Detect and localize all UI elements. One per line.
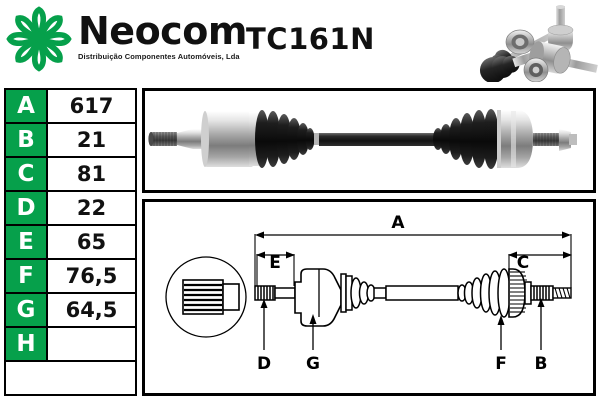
brand-name: Neocom [78,9,247,53]
green-flower-logo-icon [4,4,74,74]
svg-text:F: F [495,354,507,374]
spec-value: 21 [76,128,107,152]
brand-block: Neocom Distribuição Componentes Automóve… [78,12,247,61]
spec-key: G [6,294,48,326]
spec-key [6,362,48,394]
spec-value: 617 [69,94,114,118]
spec-key: B [6,124,48,156]
spec-key: E [6,226,48,258]
table-row: C 81 [6,158,135,192]
table-row: G 64,5 [6,294,135,328]
spec-key: D [6,192,48,224]
page-header: Neocom Distribuição Componentes Automóve… [0,0,600,86]
spec-value: 22 [76,196,107,220]
svg-text:B: B [535,354,548,374]
table-row: F 76,5 [6,260,135,294]
spec-value [48,328,135,360]
spec-value: 76,5 [65,264,118,288]
spec-key: A [6,90,48,122]
svg-text:E: E [269,253,281,273]
brand-tagline: Distribuição Componentes Automóveis, Lda [78,52,240,61]
table-row: A 617 [6,90,135,124]
svg-text:A: A [391,213,405,233]
spec-value: 65 [76,230,107,254]
cv-joint-parts-collage-photo [462,2,598,82]
svg-text:C: C [517,253,529,273]
spec-key: H [6,328,48,360]
svg-text:G: G [306,354,320,374]
table-row: H [6,328,135,362]
svg-text:D: D [257,354,271,374]
spec-value: 64,5 [65,298,118,322]
table-row: E 65 [6,226,135,260]
spec-key: C [6,158,48,190]
table-row [6,362,135,394]
table-row: B 21 [6,124,135,158]
driveshaft-technical-drawing-panel: A E C D G F B [142,199,596,396]
spec-key: F [6,260,48,292]
spec-value: 81 [76,162,107,186]
driveshaft-photo-panel [142,88,596,193]
page-title: TC161N [246,22,375,56]
dimension-spec-table: A 617 B 21 C 81 D 22 E 65 F 76,5 G 64,5 … [4,88,137,396]
table-row: D 22 [6,192,135,226]
spec-value [48,362,135,394]
